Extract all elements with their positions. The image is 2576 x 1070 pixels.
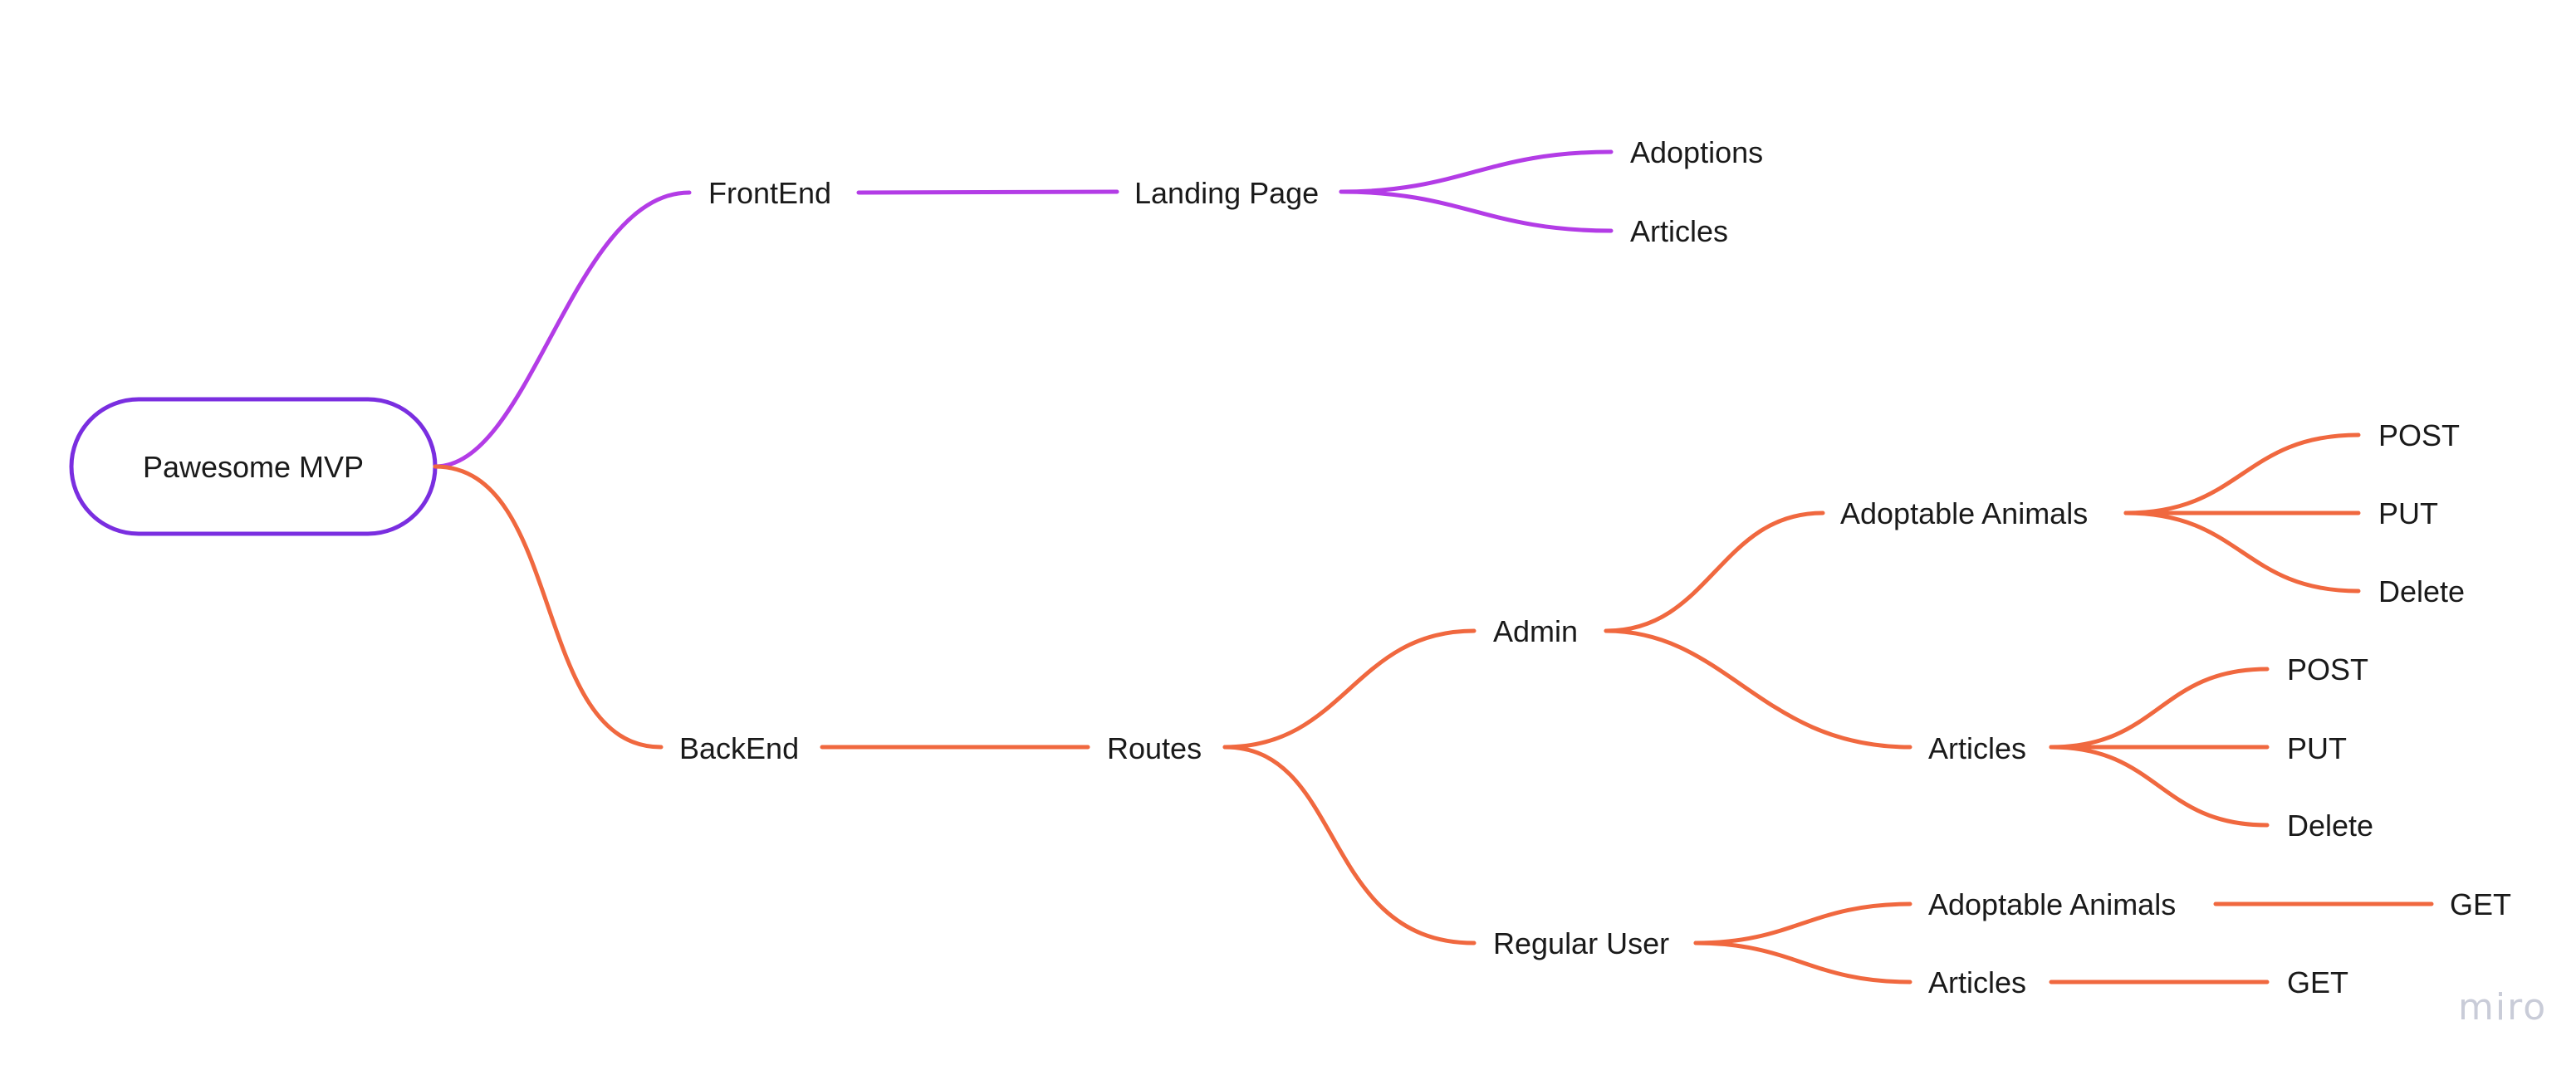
edge-landing-adoptions [1339,149,1614,194]
node-ru-adoptable-animals[interactable]: Adoptable Animals [1928,887,2176,921]
node-fe-articles[interactable]: Articles [1630,214,1728,248]
edge-routes-admin [1222,628,1477,750]
node-ru-art-get[interactable]: GET [2287,965,2348,999]
edge-art-delete [2049,745,2270,828]
edge-regular-articles [1693,941,1912,984]
node-admin-adoptable-animals[interactable]: Adoptable Animals [1840,496,2088,530]
edge-art-post [2049,667,2270,750]
node-admin-art-delete[interactable]: Delete [2287,809,2373,843]
node-routes[interactable]: Routes [1107,731,1202,765]
node-landing-page[interactable]: Landing Page [1134,176,1319,210]
edge-landing-articles [1339,189,1614,233]
edge-root-backend [433,464,664,750]
node-ru-articles[interactable]: Articles [1928,965,2026,999]
node-admin-aa-put[interactable]: PUT [2378,496,2438,530]
edge-aa-delete [2123,511,2361,594]
edge-aa-post [2123,432,2361,515]
node-admin-art-post[interactable]: POST [2287,652,2368,686]
edge-regular-adoptable [1693,901,1912,945]
node-admin-aa-post[interactable]: POST [2378,418,2460,452]
miro-watermark-logo: miro [2458,986,2547,1028]
edge-frontend-landing [856,189,1119,195]
root-node-label: Pawesome MVP [143,450,364,484]
node-admin[interactable]: Admin [1493,614,1578,648]
node-frontend[interactable]: FrontEnd [708,176,831,210]
node-regular-user[interactable]: Regular User [1493,926,1669,960]
edge-admin-adoptable [1604,511,1825,633]
node-backend[interactable]: BackEnd [679,731,799,765]
node-ru-aa-get[interactable]: GET [2450,887,2511,921]
edge-root-frontend [433,190,692,469]
node-admin-articles[interactable]: Articles [1928,731,2026,765]
node-adoptions[interactable]: Adoptions [1630,135,1763,169]
node-admin-aa-delete[interactable]: Delete [2378,574,2465,608]
node-admin-art-put[interactable]: PUT [2287,731,2347,765]
edge-routes-regular [1222,745,1477,945]
edge-admin-articles [1604,628,1912,750]
